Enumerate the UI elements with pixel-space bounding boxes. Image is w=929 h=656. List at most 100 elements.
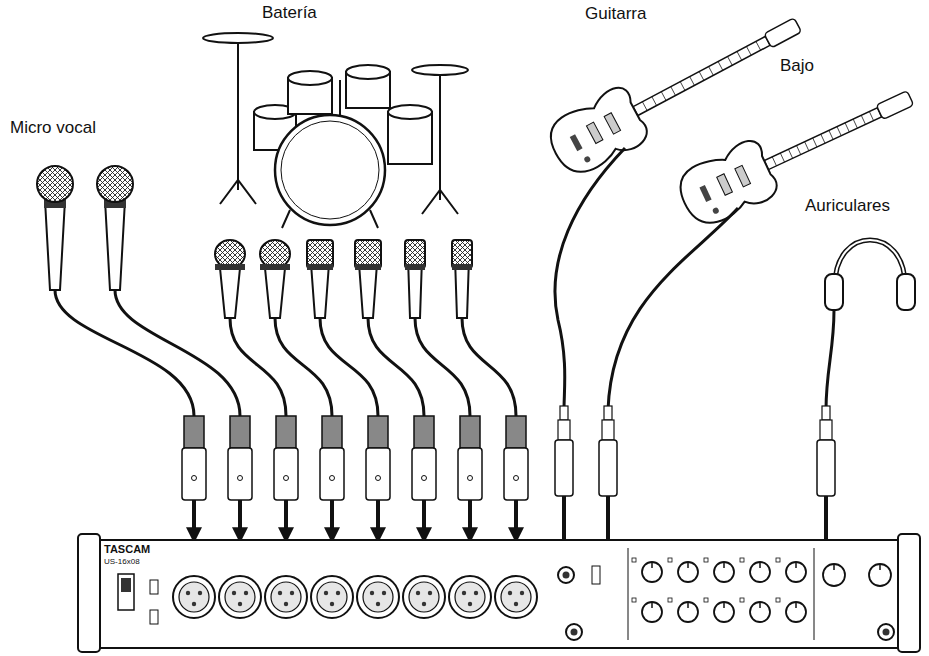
knob-mark bbox=[795, 562, 797, 568]
model-label: US-16x08 bbox=[104, 557, 140, 566]
fret bbox=[772, 157, 776, 166]
pin-hole bbox=[330, 602, 334, 606]
pin-hole bbox=[514, 602, 518, 606]
plug-boot bbox=[184, 416, 204, 448]
knob bbox=[712, 207, 720, 215]
mic-ring bbox=[307, 264, 333, 270]
jack-sleeve bbox=[820, 420, 832, 440]
jack-plug bbox=[599, 406, 617, 496]
rack-ear bbox=[78, 534, 100, 652]
pin-hole bbox=[520, 591, 524, 595]
pin-hole bbox=[416, 591, 420, 595]
plug-boot bbox=[322, 416, 342, 448]
plug-latch bbox=[376, 476, 381, 481]
slide-switch bbox=[592, 566, 600, 584]
mic-body bbox=[408, 268, 421, 318]
signal-led bbox=[632, 598, 636, 602]
jack-tip bbox=[822, 406, 830, 420]
plug-body bbox=[228, 448, 252, 500]
combo-jack bbox=[219, 576, 261, 618]
plug-latch bbox=[284, 476, 289, 481]
insert-arrow bbox=[376, 500, 380, 540]
plug-boot bbox=[368, 416, 388, 448]
gain-knob bbox=[714, 602, 734, 622]
xlr-plug bbox=[366, 416, 390, 540]
jack-plug bbox=[817, 406, 835, 496]
knob-mark bbox=[723, 562, 725, 568]
stand-legs bbox=[220, 180, 256, 204]
pickup bbox=[735, 165, 751, 187]
signal-led bbox=[776, 558, 780, 562]
bass-guitar bbox=[672, 70, 924, 232]
combo-jack-inner bbox=[409, 582, 439, 612]
knob-mark bbox=[723, 602, 725, 608]
toggle-switch bbox=[150, 580, 158, 594]
panel-divider bbox=[814, 548, 815, 640]
knob-mark bbox=[879, 564, 881, 570]
brand-label: TASCAM bbox=[104, 543, 150, 556]
cable bbox=[55, 290, 194, 416]
xlr-plug bbox=[504, 416, 528, 540]
fret bbox=[718, 62, 723, 71]
knob-mark bbox=[651, 602, 653, 608]
fret bbox=[821, 134, 825, 143]
plug-boot bbox=[230, 416, 250, 448]
insert-arrow bbox=[330, 500, 334, 540]
gain-knob bbox=[642, 602, 662, 622]
pickup bbox=[604, 113, 620, 134]
drum-kit bbox=[203, 33, 468, 228]
drum-microphone bbox=[307, 240, 333, 318]
cymbal-stand bbox=[439, 70, 441, 200]
pin-hole bbox=[462, 591, 466, 595]
fret bbox=[861, 115, 865, 124]
fret bbox=[780, 153, 784, 162]
combo-jack-inner bbox=[225, 582, 255, 612]
plug-latch bbox=[238, 476, 243, 481]
xlr-plug bbox=[182, 416, 206, 540]
jack-body bbox=[817, 440, 835, 496]
gain-knob bbox=[750, 562, 770, 582]
plug-latch bbox=[468, 476, 473, 481]
jack-plug bbox=[555, 406, 573, 496]
gain-knob bbox=[786, 602, 806, 622]
xlr-plug bbox=[228, 416, 252, 540]
pin-hole bbox=[428, 591, 432, 595]
audio-interface bbox=[78, 534, 920, 652]
mic-handle bbox=[105, 200, 125, 290]
mic-body bbox=[311, 268, 328, 318]
mic-body bbox=[265, 268, 285, 318]
gain-knob bbox=[714, 562, 734, 582]
mic-grille bbox=[97, 166, 133, 202]
cymbal bbox=[412, 65, 468, 75]
mic-handle bbox=[45, 200, 65, 290]
pin-hole bbox=[238, 602, 242, 606]
plug-latch bbox=[192, 476, 197, 481]
pin-hole bbox=[422, 602, 426, 606]
body bbox=[542, 83, 653, 181]
fret bbox=[690, 77, 695, 86]
instrument-label: Bajo bbox=[780, 56, 814, 76]
combo-jack-inner bbox=[363, 582, 393, 612]
signal-led bbox=[776, 598, 780, 602]
cymbal bbox=[203, 33, 273, 43]
level-knob bbox=[823, 564, 845, 586]
mic-head bbox=[452, 240, 472, 268]
pin-hole bbox=[284, 602, 288, 606]
pin-hole bbox=[278, 591, 282, 595]
mic-head bbox=[215, 240, 245, 268]
plug-body bbox=[366, 448, 390, 500]
vocal-microphone bbox=[97, 166, 133, 290]
pin-hole bbox=[508, 591, 512, 595]
floor-tom-head bbox=[388, 105, 432, 119]
neck bbox=[633, 36, 770, 115]
pin-hole bbox=[324, 591, 328, 595]
neck bbox=[764, 108, 882, 170]
fret bbox=[756, 41, 761, 50]
xlr-plug bbox=[412, 416, 436, 540]
knob bbox=[583, 155, 591, 163]
toggle-switch bbox=[150, 610, 158, 624]
drum-microphone bbox=[260, 240, 290, 318]
mic-head bbox=[260, 240, 290, 268]
signal-led bbox=[704, 558, 708, 562]
headstock bbox=[764, 18, 802, 48]
